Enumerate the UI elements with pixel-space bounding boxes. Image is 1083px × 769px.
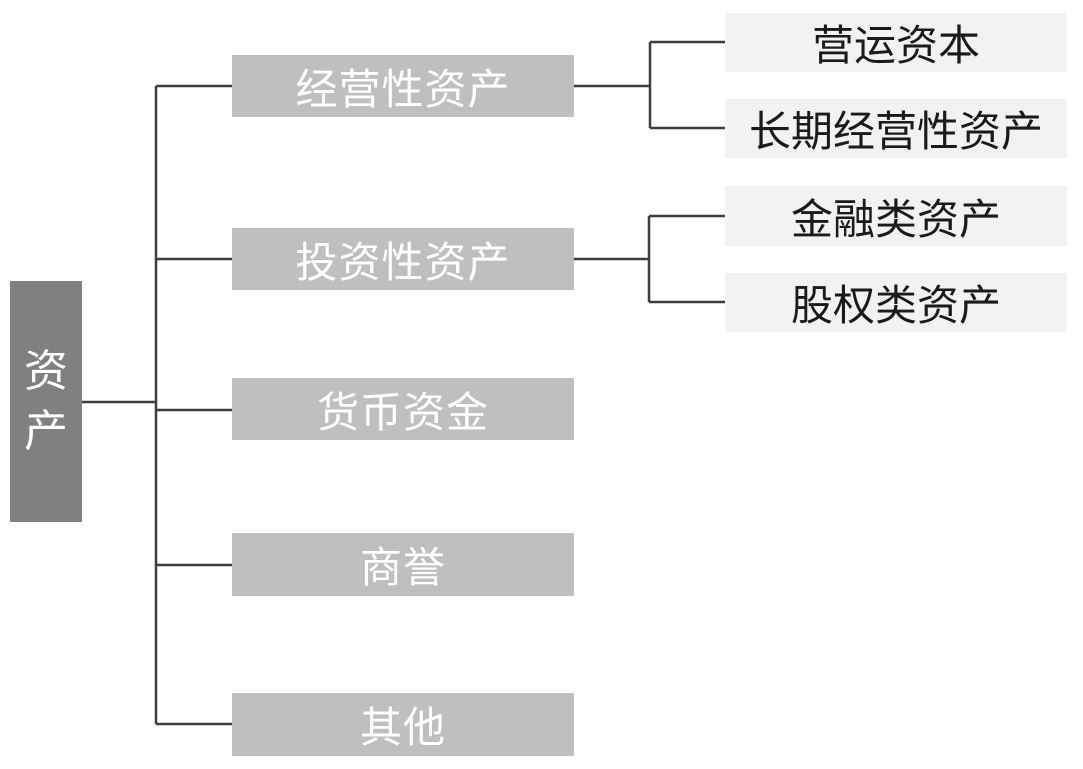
node-other: 其他: [232, 693, 574, 756]
node-operating-assets: 经营性资产: [232, 55, 574, 117]
node-working-capital: 营运资本: [725, 13, 1067, 72]
connector-investment-assets-bracket: [574, 214, 725, 304]
node-long-term-operating-assets: 长期经营性资产: [725, 99, 1067, 158]
connector-operating-assets-bracket: [574, 40, 725, 130]
node-monetary-funds: 货币资金: [232, 378, 574, 440]
node-investment-assets: 投资性资产: [232, 228, 574, 290]
node-equity-assets: 股权类资产: [725, 273, 1067, 332]
node-goodwill: 商誉: [232, 533, 574, 596]
node-assets-root: 资产: [10, 281, 82, 522]
node-financial-assets: 金融类资产: [725, 186, 1067, 246]
